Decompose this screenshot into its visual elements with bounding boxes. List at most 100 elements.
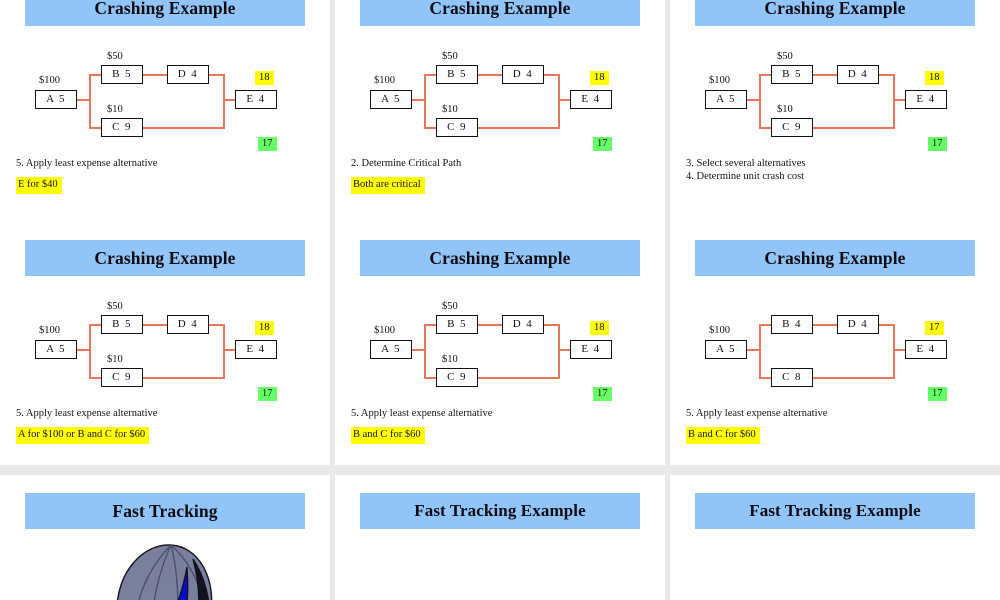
edge-a-to-bus <box>77 98 91 101</box>
slide-title-band: Crashing Example <box>25 240 305 276</box>
slide-title-band: Crashing Example <box>360 240 640 276</box>
network-node-e: E 4 <box>905 90 947 109</box>
network-node-label: D 4 <box>847 318 869 330</box>
network-node-label: C 9 <box>112 371 132 383</box>
edge-c-to-bus <box>813 376 895 379</box>
edge-left-bus <box>759 323 761 379</box>
network-node-label: C 8 <box>782 371 802 383</box>
edge-right-bus <box>223 73 225 129</box>
network-node-d: D 4 <box>837 315 879 334</box>
slide-content: Fast Tracking <box>0 475 330 600</box>
network-node-label: D 4 <box>512 68 534 80</box>
network-node-c: C 9 <box>771 118 813 137</box>
edge-left-bus <box>89 73 91 129</box>
network-node-e: E 4 <box>570 340 612 359</box>
slide-answer-highlight: B and C for $60 <box>686 427 760 444</box>
edge-bus-to-e <box>558 98 572 101</box>
edge-bus-to-b <box>424 323 438 326</box>
network-node-d: D 4 <box>502 315 544 334</box>
network-node-label: C 9 <box>782 121 802 133</box>
edge-bus-to-e <box>893 348 907 351</box>
slide-title-band: Crashing Example <box>695 0 975 26</box>
network-node-label: D 4 <box>177 68 199 80</box>
edge-a-to-bus <box>412 98 426 101</box>
network-node-e: E 4 <box>570 90 612 109</box>
slide-caption-1: 5. Apply least expense alternative <box>16 158 158 169</box>
network-node-label: A 5 <box>716 343 736 355</box>
network-node-label: A 5 <box>381 93 401 105</box>
network-node-label: A 5 <box>46 343 66 355</box>
slide-title: Crashing Example <box>94 247 236 268</box>
edge-d-to-bus <box>879 323 895 326</box>
slide-title-band: Crashing Example <box>25 0 305 26</box>
slide-caption-1: 5. Apply least expense alternative <box>16 408 158 419</box>
edge-b-to-d <box>813 323 837 326</box>
slide-content: Fast Tracking ExampleStartDesignCodeTest <box>335 475 665 600</box>
cost-label-b: $50 <box>442 301 458 312</box>
slide-caption-2: 4. Determine unit crash cost <box>686 171 805 182</box>
cost-label-c: $10 <box>442 354 458 365</box>
slide-title-band: Fast Tracking Example <box>695 493 975 529</box>
duration-badge-upper: 17 <box>925 321 944 336</box>
edge-c-to-bus <box>813 126 895 129</box>
edge-bus-to-c <box>759 376 773 379</box>
cost-label-a: $100 <box>39 75 60 86</box>
network-node-a: A 5 <box>35 340 77 359</box>
edge-bus-to-b <box>759 73 773 76</box>
slide-title: Crashing Example <box>429 0 571 18</box>
network-node-d: D 4 <box>837 65 879 84</box>
edge-right-bus <box>223 323 225 379</box>
edge-b-to-d <box>478 73 502 76</box>
cost-label-c: $10 <box>107 104 123 115</box>
edge-a-to-bus <box>747 348 761 351</box>
slide-answer-highlight: B and C for $60 <box>351 427 425 444</box>
slide-card-7[interactable]: Fast Tracking <box>0 475 330 600</box>
slide-caption-1: 3. Select several alternatives <box>686 158 806 169</box>
network-node-d: D 4 <box>502 65 544 84</box>
slide-caption-1: 5. Apply least expense alternative <box>686 408 828 419</box>
network-node-a: A 5 <box>370 90 412 109</box>
slide-title: Crashing Example <box>764 0 906 18</box>
network-node-label: B 5 <box>447 318 467 330</box>
network-node-label: E 4 <box>916 93 936 105</box>
slide-title: Fast Tracking Example <box>414 501 586 520</box>
slide-card-8[interactable]: Fast Tracking ExampleStartDesignCodeTest <box>335 475 665 600</box>
slide-caption-1: 5. Apply least expense alternative <box>351 408 493 419</box>
network-node-b: B 4 <box>771 315 813 334</box>
edge-left-bus <box>759 73 761 129</box>
cost-label-a: $100 <box>39 325 60 336</box>
network-node-b: B 5 <box>771 65 813 84</box>
edge-b-to-d <box>143 323 167 326</box>
network-node-a: A 5 <box>370 340 412 359</box>
cost-label-c: $10 <box>777 104 793 115</box>
network-node-b: B 5 <box>101 65 143 84</box>
fast-track-diagram: StartDesignCodeTest <box>670 545 1000 600</box>
duration-badge-upper: 18 <box>925 71 944 86</box>
network-node-a: A 5 <box>705 340 747 359</box>
duration-badge-lower: 17 <box>928 137 947 152</box>
network-node-label: B 5 <box>782 68 802 80</box>
network-node-e: E 4 <box>235 340 277 359</box>
edge-bus-to-c <box>89 126 103 129</box>
network-node-label: B 5 <box>447 68 467 80</box>
fast-track-diagram: StartDesignCodeTest <box>335 545 665 600</box>
slide-answer-highlight: A for $100 or B and C for $60 <box>16 427 150 444</box>
network-node-label: E 4 <box>246 93 266 105</box>
slide-card-9[interactable]: Fast Tracking ExampleStartDesignCodeTest <box>670 475 1000 600</box>
cost-label-c: $10 <box>107 354 123 365</box>
edge-d-to-bus <box>879 73 895 76</box>
